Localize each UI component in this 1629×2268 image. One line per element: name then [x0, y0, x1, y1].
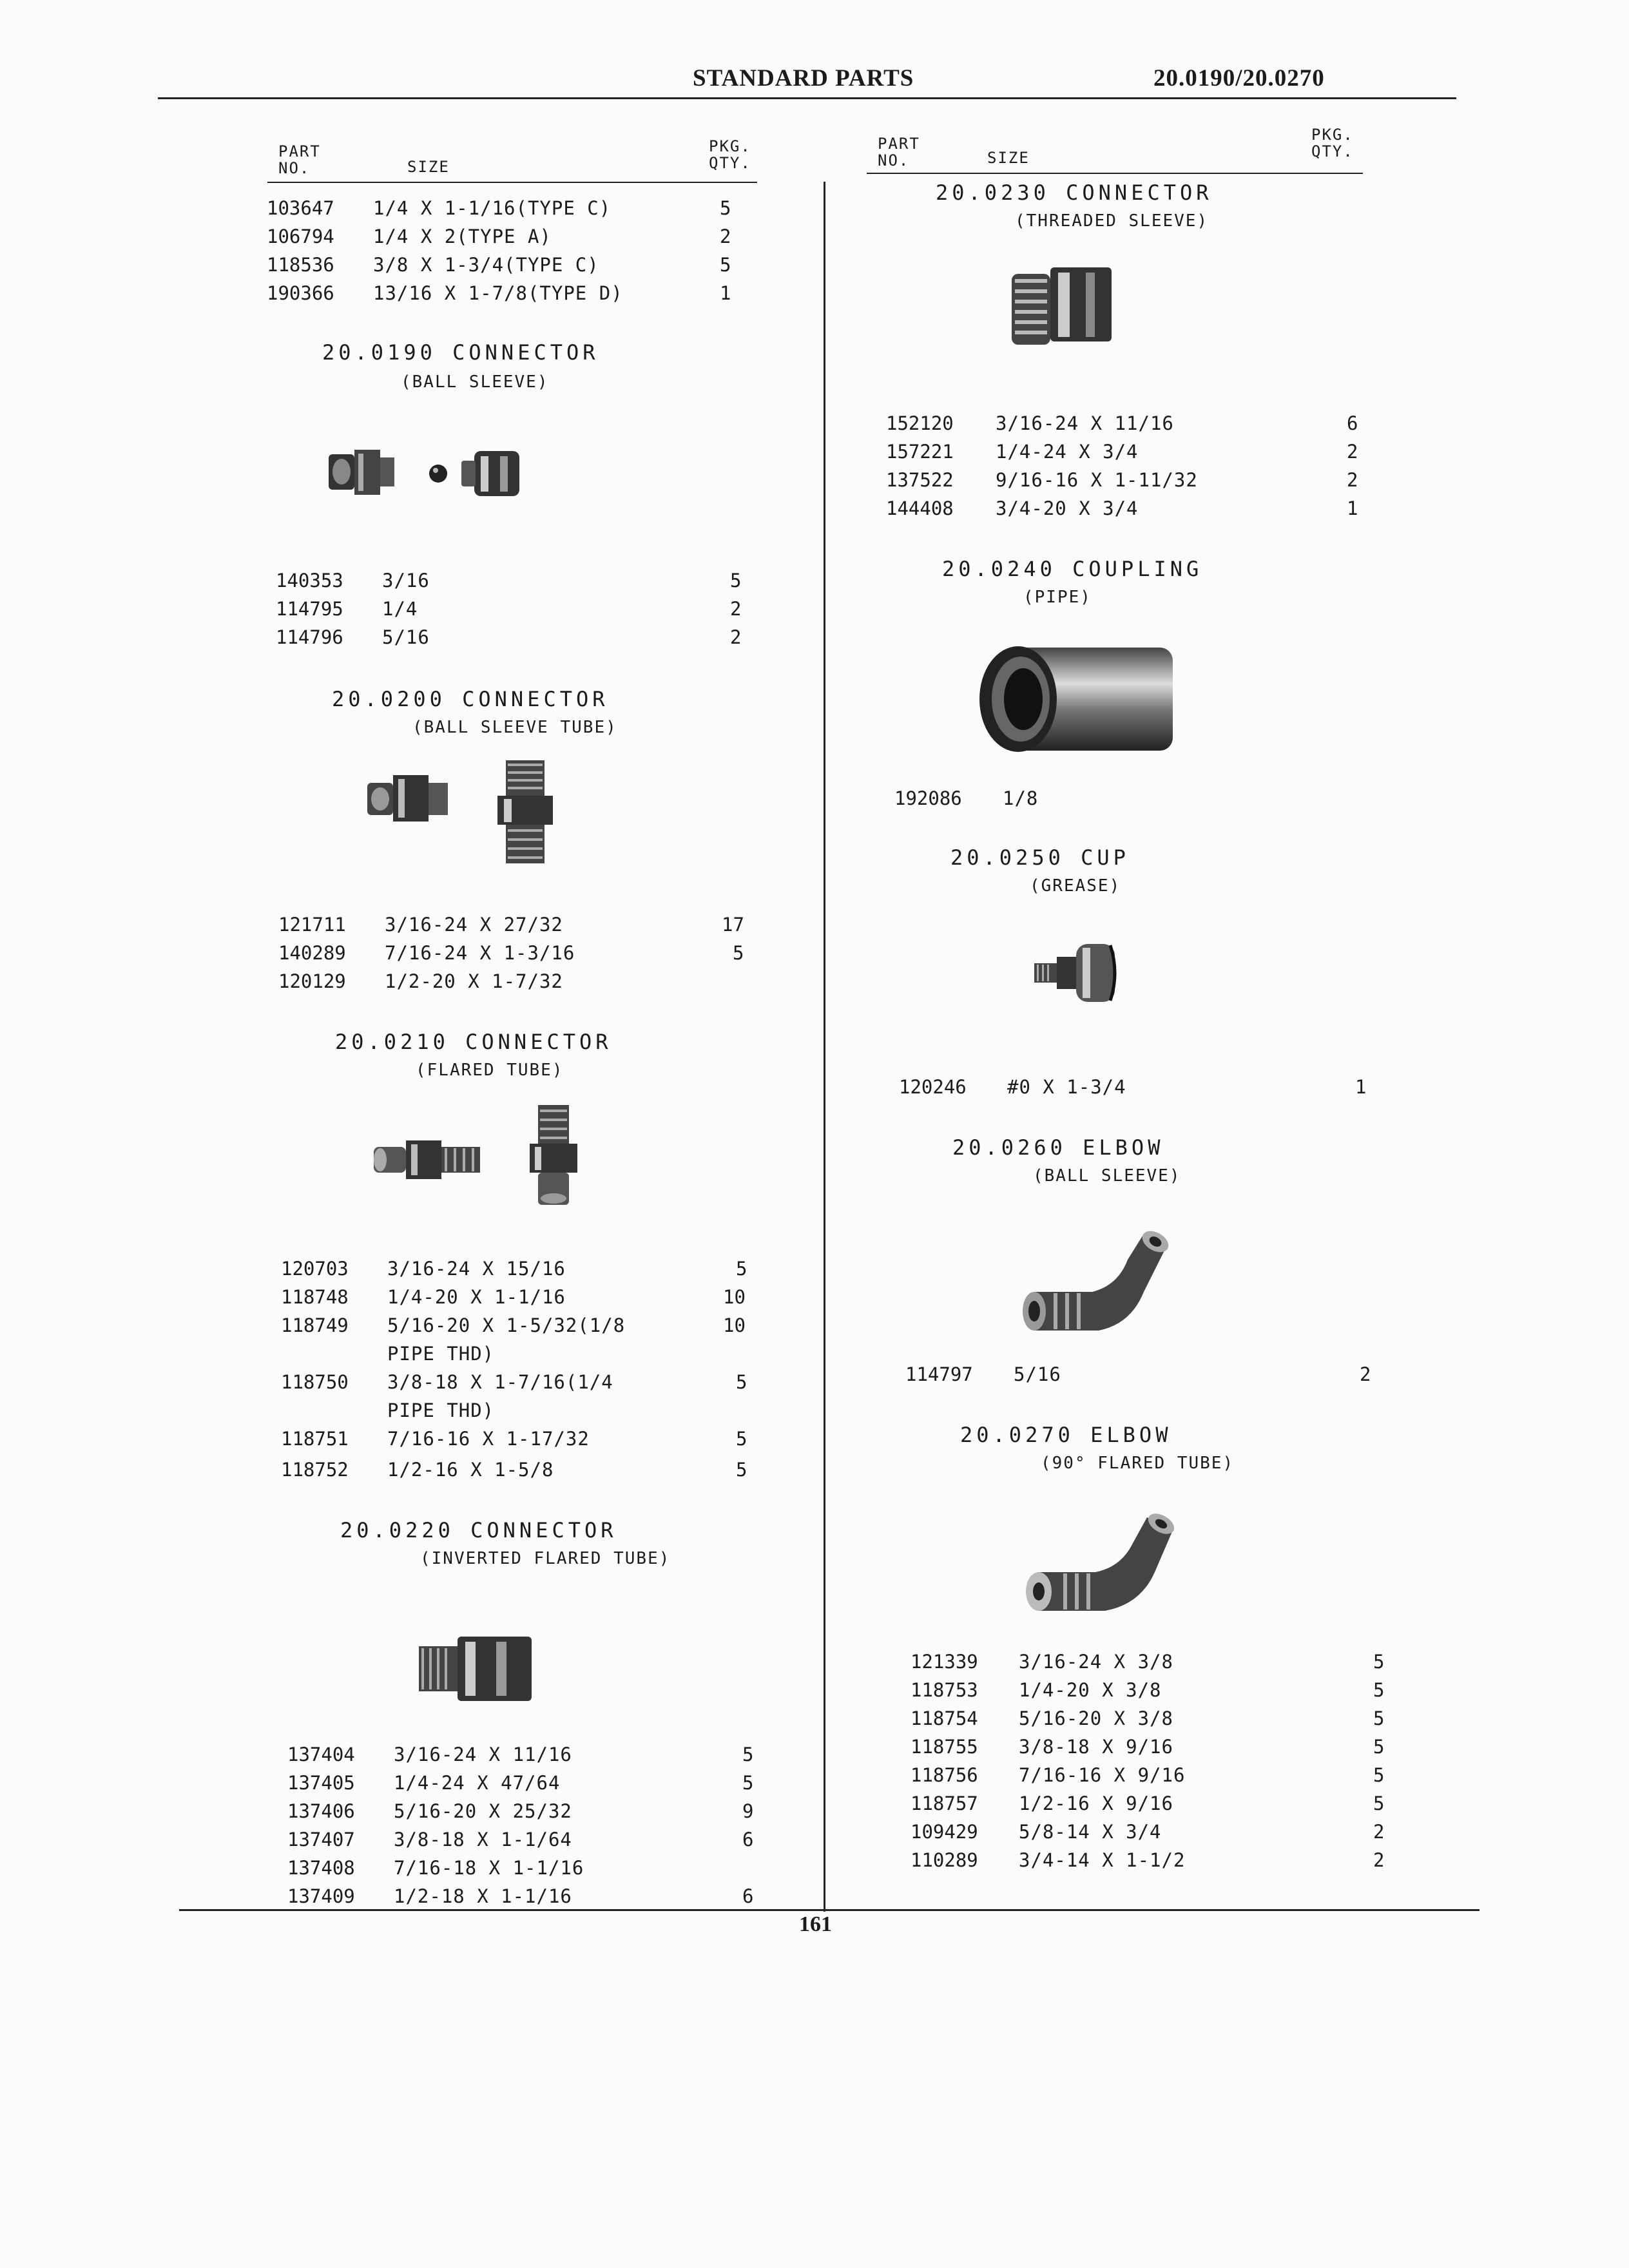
section-subtitle: (BALL SLEEVE)	[401, 372, 549, 392]
bottom-rule	[179, 1909, 1480, 1911]
ball-sleeve-elbow-icon	[1023, 1231, 1169, 1331]
col-size-right: SIZE	[987, 149, 1030, 167]
section-subtitle: (PIPE)	[1023, 588, 1092, 607]
threaded-sleeve-connector-icon	[1012, 267, 1112, 345]
ball-sleeve-connector-icon	[329, 450, 519, 496]
col-part-no-right: PART NO.	[878, 135, 920, 169]
table-row: PIPE THD)	[387, 1399, 495, 1421]
page-number: 161	[799, 1912, 832, 1936]
section-subtitle: (GREASE)	[1030, 876, 1121, 896]
right-col-rule	[867, 173, 1363, 174]
section-title: 20.0230 CONNECTOR	[936, 180, 1213, 205]
section-subtitle: (INVERTED FLARED TUBE)	[420, 1549, 671, 1568]
section-title: 20.0270 ELBOW	[960, 1423, 1172, 1447]
left-col-rule	[267, 182, 757, 183]
section-title: 20.0210 CONNECTOR	[335, 1030, 612, 1054]
page-title: STANDARD PARTS	[693, 65, 914, 91]
section-subtitle: (90° FLARED TUBE)	[1041, 1454, 1235, 1473]
grease-cup-icon	[1034, 944, 1117, 1002]
column-divider	[824, 182, 825, 1912]
flared-tube-connector-icon	[374, 1105, 577, 1205]
col-size: SIZE	[407, 158, 450, 176]
section-subtitle: (FLARED TUBE)	[416, 1061, 564, 1080]
col-part-no: PART NO.	[278, 142, 321, 177]
col-pkg-qty: PKG. QTY.	[709, 137, 751, 172]
table-row: PIPE THD)	[387, 1343, 495, 1365]
section-subtitle: (BALL SLEEVE TUBE)	[412, 718, 617, 737]
section-title: 20.0220 CONNECTOR	[340, 1518, 617, 1542]
inverted-flared-tube-connector-icon	[419, 1637, 532, 1701]
section-title: 20.0200 CONNECTOR	[332, 687, 609, 711]
header-rule	[158, 97, 1456, 99]
pipe-coupling-icon	[979, 646, 1173, 752]
section-title: 20.0250 CUP	[950, 845, 1130, 870]
col-pkg-qty-right: PKG. QTY.	[1311, 126, 1354, 160]
section-subtitle: (THREADED SLEEVE)	[1015, 211, 1209, 231]
section-subtitle: (BALL SLEEVE)	[1033, 1166, 1181, 1186]
section-title: 20.0190 CONNECTOR	[322, 340, 599, 365]
ball-sleeve-tube-connector-icon	[367, 760, 553, 863]
flared-tube-elbow-icon	[1026, 1514, 1175, 1611]
section-title: 20.0260 ELBOW	[952, 1135, 1164, 1160]
section-range: 20.0190/20.0270	[1153, 65, 1325, 91]
section-title: 20.0240 COUPLING	[942, 557, 1203, 581]
